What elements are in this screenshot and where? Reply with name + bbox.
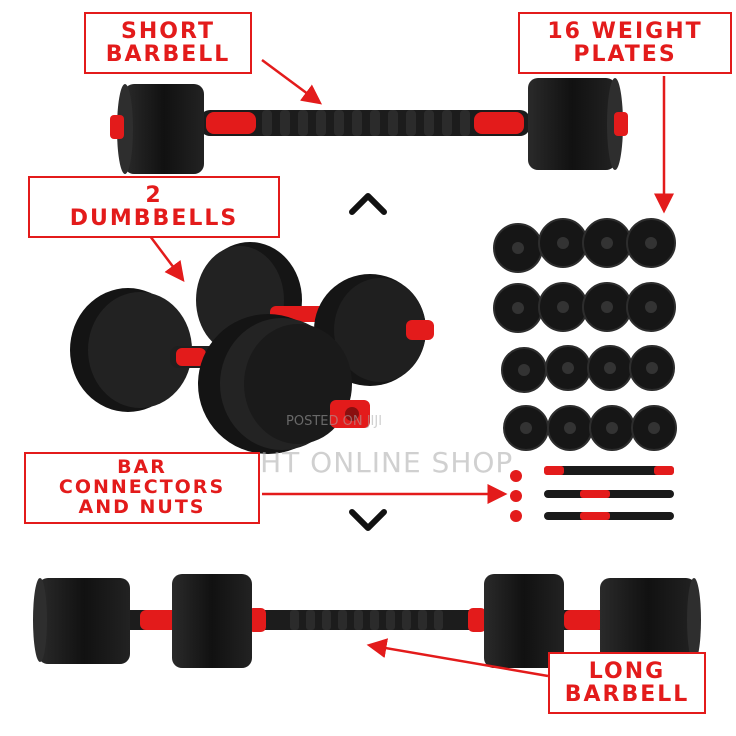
label-bar-connectors: BAR CONNECTORS AND NUTS <box>24 452 260 524</box>
label-line: AND NUTS <box>78 495 206 518</box>
bar-connectors <box>510 466 674 522</box>
label-line: BAR <box>117 456 167 478</box>
label-line: BARBELL <box>564 682 690 708</box>
chevron-up-icon <box>349 193 387 215</box>
short-barbell <box>110 78 628 174</box>
long-barbell <box>33 574 701 668</box>
label-line: PLATES <box>573 42 677 68</box>
label-dumbbells: 2 DUMBBELLS <box>28 176 280 239</box>
watermark-posted: POSTED ON JIJI <box>286 414 383 429</box>
label-line: LONG <box>588 659 666 684</box>
label-line: SHORT <box>121 19 215 44</box>
label-arrows <box>149 58 674 678</box>
label-long-barbell: LONG BARBELL <box>548 652 706 715</box>
label-weight-plates: 16 WEIGHT PLATES <box>518 12 732 75</box>
label-line: DUMBBELLS <box>69 206 239 232</box>
label-line: BARBELL <box>105 42 231 68</box>
label-line: 2 <box>145 183 163 208</box>
label-line: CONNECTORS <box>58 475 226 498</box>
dumbbell-front <box>70 288 370 454</box>
weight-plates-grid <box>493 218 677 451</box>
label-short-barbell: SHORT BARBELL <box>84 12 252 75</box>
label-line: 16 WEIGHT <box>547 19 703 44</box>
chevron-down-icon <box>349 509 387 531</box>
